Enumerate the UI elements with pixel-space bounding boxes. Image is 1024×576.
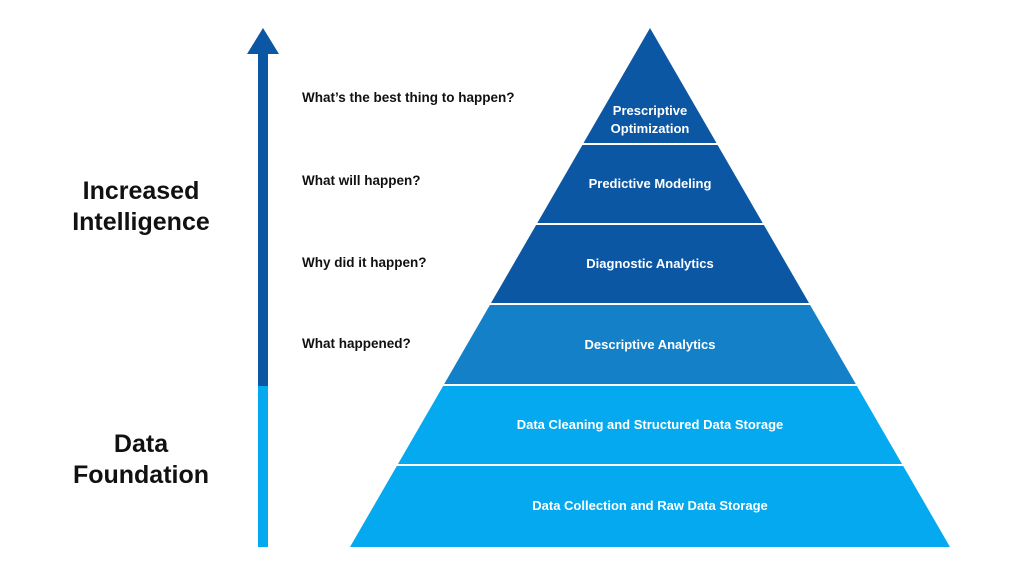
question-predictive: What will happen? bbox=[302, 173, 421, 188]
layer-data-cleaning bbox=[398, 386, 902, 464]
layer-diagnostic bbox=[491, 225, 809, 303]
data-foundation-label: Data Foundation bbox=[41, 429, 241, 491]
question-diagnostic: Why did it happen? bbox=[302, 255, 427, 270]
layer-data-collection-label: Data Collection and Raw Data Storage bbox=[450, 497, 850, 515]
layer-descriptive-label: Descriptive Analytics bbox=[450, 336, 850, 354]
layer-label-line: Optimization bbox=[610, 121, 690, 136]
layer-prescriptive bbox=[583, 28, 717, 143]
layer-label-line: Data Cleaning and Structured Data Storag… bbox=[516, 417, 784, 432]
layer-label-line: Data Collection and Raw Data Storage bbox=[532, 498, 768, 513]
layer-predictive bbox=[537, 145, 763, 223]
side-label-line: Data bbox=[113, 430, 169, 458]
layer-data-cleaning-label: Data Cleaning and Structured Data Storag… bbox=[450, 416, 850, 434]
layer-descriptive bbox=[444, 305, 856, 384]
arrow-shaft-lower bbox=[258, 385, 268, 547]
layer-data-collection bbox=[350, 466, 950, 547]
side-label-line: Increased bbox=[82, 177, 200, 205]
pyramid-layers bbox=[350, 28, 950, 547]
increased-intelligence-label: Increased Intelligence bbox=[41, 176, 241, 238]
layer-label-line: Predictive Modeling bbox=[588, 176, 712, 191]
side-label-line: Foundation bbox=[72, 461, 210, 489]
arrow-head-icon bbox=[247, 28, 279, 54]
intelligence-arrow bbox=[247, 28, 279, 547]
layer-diagnostic-label: Diagnostic Analytics bbox=[450, 255, 850, 273]
layer-label-line: Descriptive Analytics bbox=[584, 336, 716, 352]
question-prescriptive: What’s the best thing to happen? bbox=[302, 90, 515, 105]
layer-label-line: Prescriptive bbox=[612, 103, 688, 118]
layer-label-line: Diagnostic Analytics bbox=[586, 256, 714, 271]
side-label-line: Intelligence bbox=[72, 208, 210, 236]
layer-predictive-label: Predictive Modeling bbox=[450, 175, 850, 193]
question-descriptive: What happened? bbox=[302, 336, 411, 351]
arrow-shaft-upper bbox=[258, 50, 268, 386]
